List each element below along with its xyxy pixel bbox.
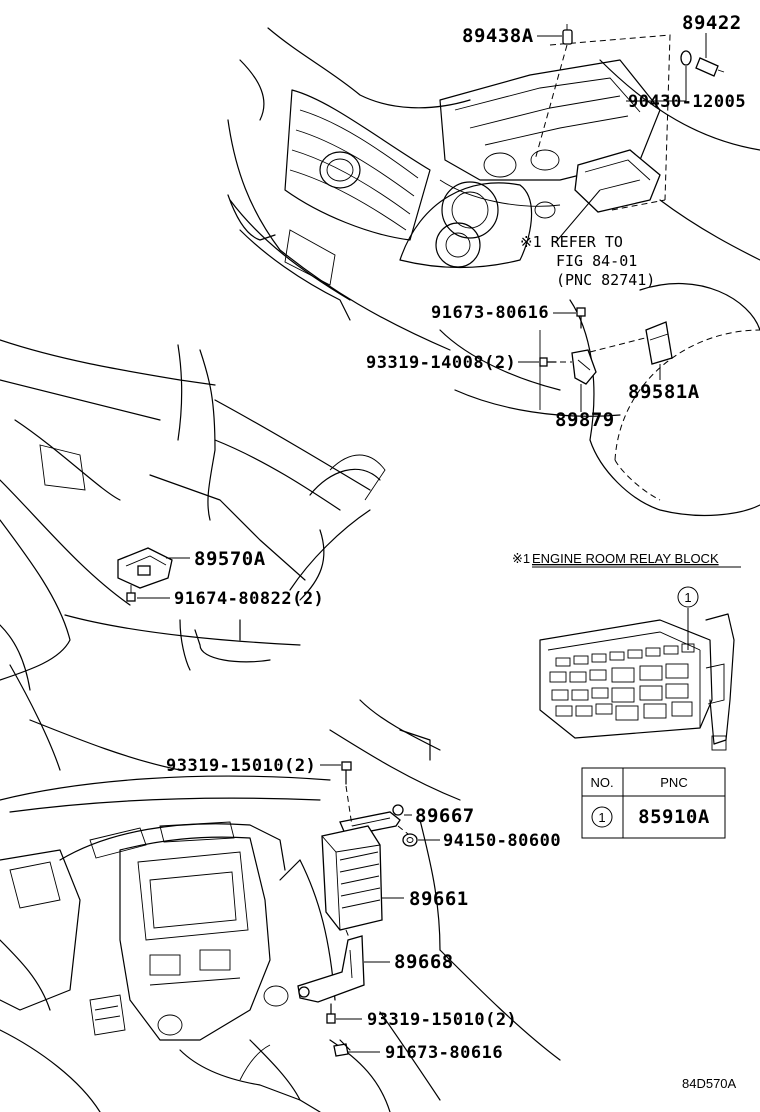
figure-id: 84D570A <box>682 1076 737 1091</box>
label-89570a: 89570A <box>194 548 266 570</box>
label-89661: 89661 <box>409 888 469 910</box>
part-94150-nut-icon <box>402 833 418 847</box>
label-89879: 89879 <box>555 409 615 431</box>
table-row-no-circle <box>591 806 613 828</box>
label-91674-80822: 91674-80822(2) <box>174 589 324 609</box>
label-93319-14008: 93319-14008(2) <box>366 353 516 373</box>
label-93319-15010-bottom: 93319-15010(2) <box>367 1010 517 1030</box>
part-93319-15010-screw-top-icon <box>341 761 352 785</box>
part-89661-ecu-icon <box>321 825 383 931</box>
label-89422: 89422 <box>682 12 742 34</box>
table-row-no: 1 <box>598 810 605 825</box>
label-93319-15010-top: 93319-15010(2) <box>166 756 316 776</box>
relay-callout-circle <box>677 586 699 608</box>
relay-block-title: ENGINE ROOM RELAY BLOCK <box>532 551 719 566</box>
leader-89438a-dash <box>534 44 568 161</box>
label-89581a: 89581A <box>628 381 700 403</box>
label-89667: 89667 <box>415 805 475 827</box>
label-91673-80616-bottom: 91673-80616 <box>385 1043 503 1063</box>
dash-89668 <box>345 929 351 941</box>
part-89422-sensor-icon <box>680 50 725 77</box>
table-row-pnc: 85910A <box>638 806 710 828</box>
relay-block-title-mark: ※1 <box>512 551 530 566</box>
dashboard-illustration <box>0 699 561 1112</box>
part-89668-bracket-icon <box>297 935 365 1003</box>
part-91673-bolt-top-icon <box>576 307 586 329</box>
label-90430-12005: 90430-12005 <box>628 92 746 112</box>
label-94150-80600: 94150-80600 <box>443 831 561 851</box>
leader-refer <box>554 189 601 244</box>
part-91673-bolt-bottom-icon <box>333 1039 351 1057</box>
relay-block-illustration <box>539 613 735 751</box>
relay-callout-number: 1 <box>684 590 691 605</box>
part-89570a-icon <box>117 547 173 589</box>
table-header-no: NO. <box>590 775 613 790</box>
dash-94150 <box>397 825 409 835</box>
refer-line-3: (PNC 82741) <box>556 271 655 289</box>
refer-line-1: ※1 REFER TO <box>520 233 623 251</box>
part-91674-bolt-icon <box>126 585 136 602</box>
part-89438a-sensor-icon <box>562 24 573 45</box>
label-89668: 89668 <box>394 951 454 973</box>
label-89438a: 89438A <box>462 25 534 47</box>
part-93319-14008-screw-icon <box>539 357 557 367</box>
refer-line-2: FIG 84-01 <box>556 252 637 270</box>
label-91673-80616-top: 91673-80616 <box>431 303 549 323</box>
dash-93319-to-89667 <box>345 785 353 827</box>
part-89879-bracket-icon <box>571 349 597 385</box>
part-93319-15010-screw-bottom-icon <box>326 1003 336 1024</box>
part-89581a-module-icon <box>645 321 673 365</box>
vehicle-side-illustration <box>0 339 386 771</box>
table-header-pnc: PNC <box>660 775 687 790</box>
dash-89879-b <box>589 337 646 353</box>
